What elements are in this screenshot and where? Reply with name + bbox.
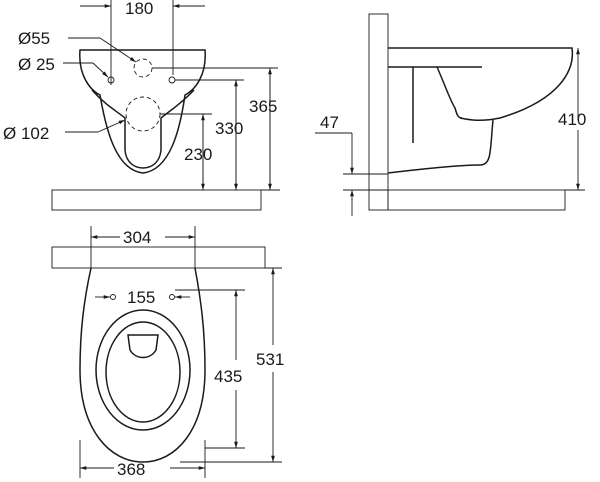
toilet-side-outline xyxy=(387,47,574,174)
outlet-top xyxy=(127,334,159,359)
rim-height-label: 410 xyxy=(558,110,586,129)
height-small-holes-label: 330 xyxy=(215,119,243,138)
fixing-spacing-label: 155 xyxy=(127,288,155,307)
hole-to-front-label: 435 xyxy=(214,367,242,386)
wall-hatch xyxy=(368,13,389,211)
bowl-outline xyxy=(79,49,206,174)
outlet-hole xyxy=(125,96,161,132)
floor-offset-label: 47 xyxy=(320,113,339,132)
small-hole-right xyxy=(168,76,176,84)
rear-width-label: 304 xyxy=(123,228,151,247)
hole-spacing-label: 180 xyxy=(125,0,153,18)
small-hole-diameter-label: Ø 25 xyxy=(18,55,55,74)
height-outlet-label: 230 xyxy=(184,145,212,164)
floor-hatch xyxy=(51,189,262,211)
wall-hatch-top xyxy=(51,246,266,269)
upper-hole xyxy=(133,58,153,78)
front-view: 180 Ø55 Ø 25 Ø 102 230 330 365 xyxy=(3,0,280,211)
seat-opening xyxy=(95,309,191,431)
upper-hole-diameter-label: Ø55 xyxy=(18,29,50,48)
height-upper-hole-label: 365 xyxy=(249,97,277,116)
bowl-top-outline xyxy=(79,267,206,463)
side-view: 47 410 xyxy=(315,13,586,216)
max-width-label: 368 xyxy=(117,460,145,479)
bowl-inner xyxy=(91,89,195,169)
outlet-diameter-label: Ø 102 xyxy=(3,124,49,143)
total-length-label: 531 xyxy=(256,350,284,369)
top-view: 304 155 435 531 368 xyxy=(51,226,284,479)
floor-hatch-side xyxy=(387,189,566,211)
